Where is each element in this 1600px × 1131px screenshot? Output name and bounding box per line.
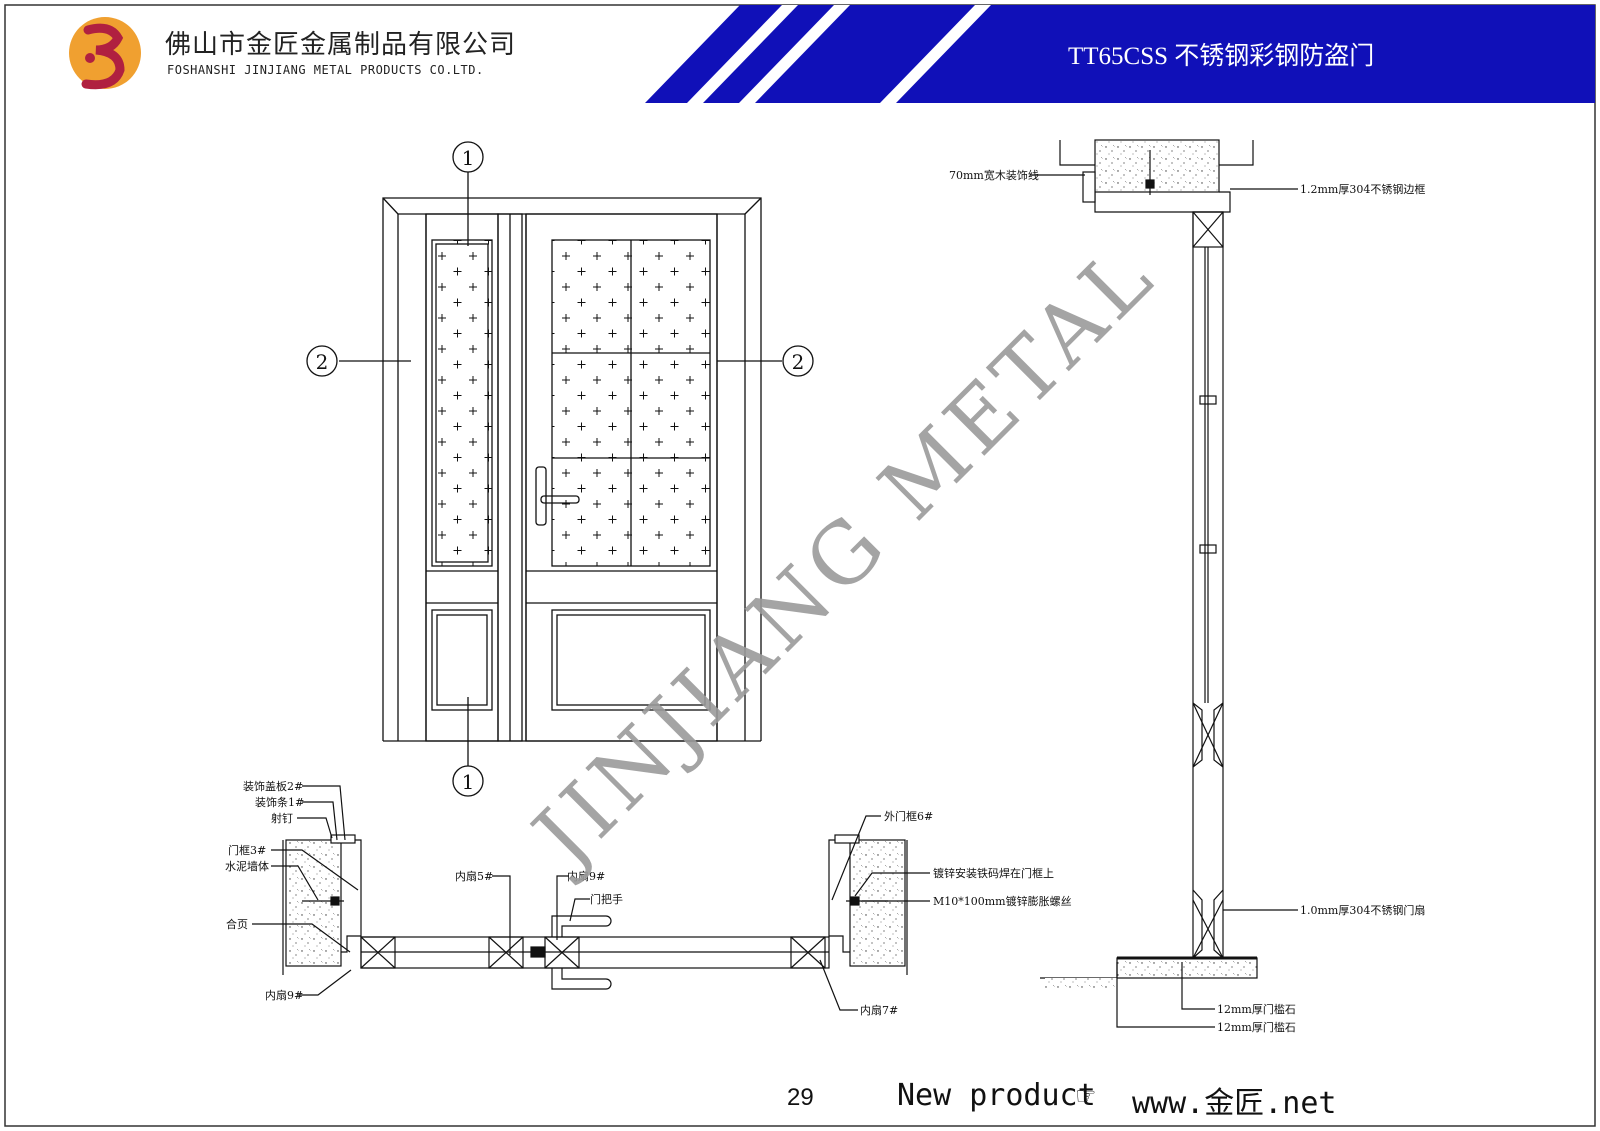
- company-name-chinese: 佛山市金匠金属制品有限公司: [165, 30, 517, 60]
- label-threshold-a: 12mm厚门槛石: [1217, 1002, 1296, 1016]
- elevation-callouts: [306, 141, 814, 797]
- page-number: 29: [787, 1084, 814, 1111]
- footer: 29 New product ☞ www.金匠.net: [0, 1076, 1600, 1121]
- label-inner-leaf5: 内扇5#: [455, 869, 493, 883]
- plan-section: [252, 785, 930, 1011]
- label-inner-leaf9-bottom: 内扇9#: [265, 988, 303, 1002]
- label-wood-trim: 70mm宽木装饰线: [949, 168, 1039, 182]
- vertical-section: [1030, 139, 1298, 1028]
- label-door-leaf: 1.0mm厚304不锈钢门扇: [1300, 903, 1425, 917]
- callout-bottom-number: 1: [462, 770, 475, 794]
- label-galv-iron: 镀锌安装铁码焊在门框上: [933, 866, 1054, 880]
- label-hinge: 合页: [226, 917, 248, 931]
- pointing-hand-icon: ☞: [1075, 1082, 1097, 1110]
- label-inner-leaf9-top: 内扇9#: [567, 869, 605, 883]
- label-decor-strip: 装饰条1#: [255, 795, 304, 809]
- footer-product-text: New product: [897, 1078, 1096, 1113]
- callout-right-number: 2: [792, 350, 805, 374]
- callout-circle-left: [306, 345, 338, 377]
- label-threshold-b: 12mm厚门槛石: [1217, 1020, 1296, 1034]
- company-name-english: FOSHANSHI JINJIANG METAL PRODUCTS CO.LTD…: [167, 63, 484, 77]
- callout-circle-top: [452, 141, 484, 173]
- plan-labels: 装饰盖板2# 装饰条1# 射钉 门框3# 水泥墙体 合页 内扇9# 内扇5# 内…: [225, 779, 1072, 1017]
- document-title: TT65CSS 不锈钢彩钢防盗门: [1068, 43, 1375, 70]
- label-outer-frame6: 外门框6#: [884, 809, 933, 823]
- callout-circle-bottom: [452, 765, 484, 797]
- label-nail: 射钉: [271, 811, 293, 825]
- label-inner-leaf7: 内扇7#: [860, 1003, 898, 1017]
- label-handle: 门把手: [590, 892, 623, 906]
- callout-circle-right: [782, 345, 814, 377]
- label-cement-wall: 水泥墙体: [225, 859, 269, 873]
- label-frame3: 门框3#: [228, 843, 266, 857]
- label-frame-edge: 1.2mm厚304不锈钢边框: [1300, 183, 1425, 196]
- vertical-section-labels: 70mm宽木装饰线 1.2mm厚304不锈钢边框 1.0mm厚304不锈钢门扇 …: [949, 168, 1425, 1034]
- label-expansion-bolt: M10*100mm镀锌膨胀螺丝: [933, 894, 1072, 908]
- callout-top-number: 1: [462, 146, 475, 170]
- footer-website-link[interactable]: www.金匠.net: [1132, 1086, 1337, 1121]
- company-logo: [69, 17, 141, 90]
- header-banner: [645, 5, 1595, 103]
- callout-left-number: 2: [316, 350, 329, 374]
- label-decor-cover: 装饰盖板2#: [243, 779, 303, 793]
- door-elevation: [339, 172, 782, 767]
